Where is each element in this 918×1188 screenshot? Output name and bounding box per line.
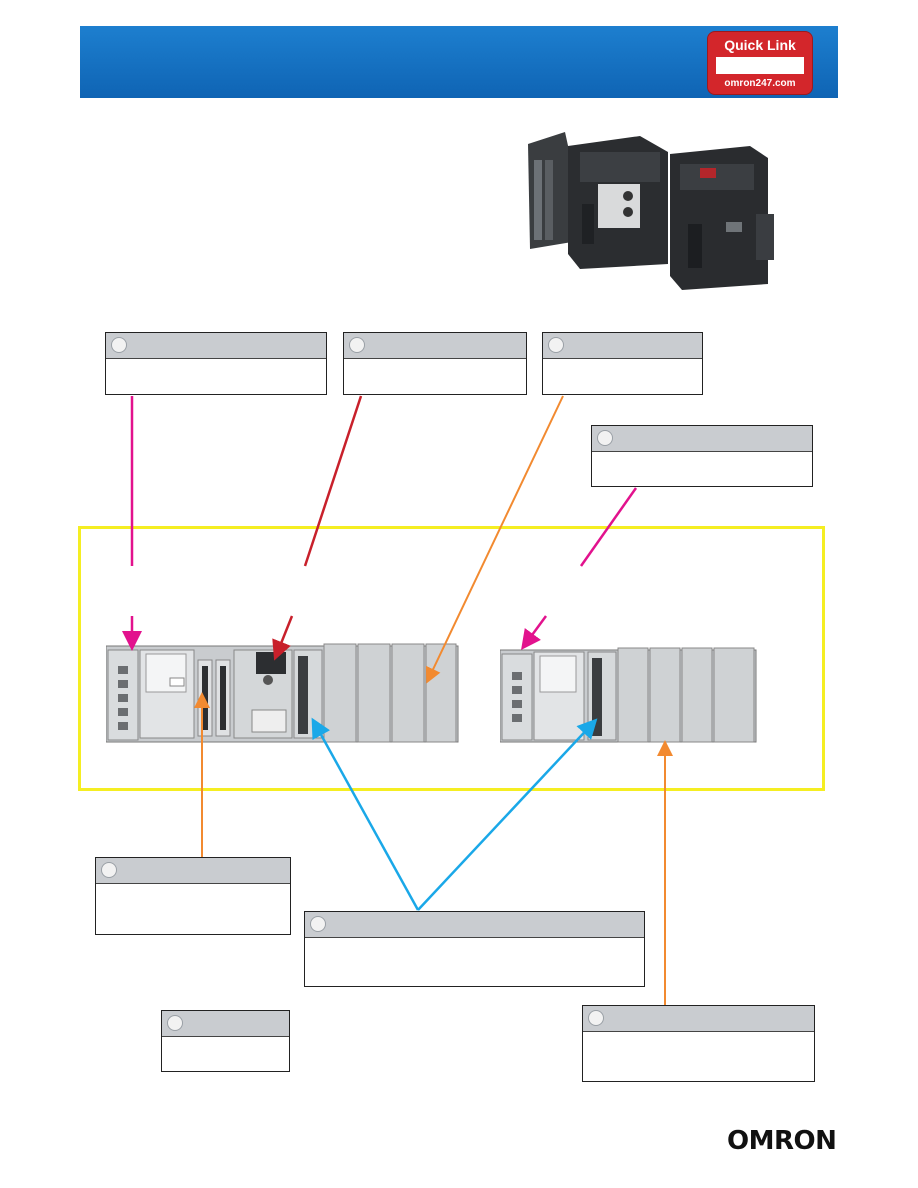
callout-6-header (305, 912, 644, 938)
callout-1 (105, 332, 327, 395)
product-photo (520, 124, 782, 296)
number-circle-icon (310, 916, 326, 932)
callout-4-header (592, 426, 812, 452)
callout-2-header (344, 333, 526, 359)
quick-link-title: Quick Link (724, 37, 796, 53)
callout-3-header (543, 333, 702, 359)
number-circle-icon (167, 1015, 183, 1031)
callout-8 (582, 1005, 815, 1082)
arrow-callout-6-right (417, 718, 598, 911)
number-circle-icon (101, 862, 117, 878)
number-circle-icon (597, 430, 613, 446)
callout-8-header (583, 1006, 814, 1032)
callout-5-header (96, 858, 290, 884)
arrow-callout-4 (579, 487, 638, 567)
number-circle-icon (111, 337, 127, 353)
cpu-rack (106, 643, 459, 743)
callout-7 (161, 1010, 290, 1072)
number-circle-icon (588, 1010, 604, 1026)
callout-4 (591, 425, 813, 487)
arrow-callout-3 (425, 395, 564, 684)
callout-7-header (162, 1011, 289, 1037)
number-circle-icon (349, 337, 365, 353)
arrow-callout-2 (303, 395, 363, 567)
quick-link-badge[interactable]: Quick Link omron247.com (707, 31, 813, 95)
arrow-callout-6-left (311, 717, 420, 911)
callout-5 (95, 857, 291, 935)
callout-3 (542, 332, 703, 395)
number-circle-icon (548, 337, 564, 353)
omron-logo: OMRON (727, 1126, 837, 1156)
expansion-rack (500, 647, 757, 743)
arrow-callout-2-head (272, 615, 294, 661)
callout-6 (304, 911, 645, 987)
quick-link-url[interactable]: omron247.com (724, 78, 796, 89)
quick-link-code-box (716, 57, 804, 74)
callout-2 (343, 332, 527, 395)
callout-1-header (106, 333, 326, 359)
system-configuration-frame (78, 526, 825, 791)
arrow-callout-4-head (521, 615, 548, 651)
